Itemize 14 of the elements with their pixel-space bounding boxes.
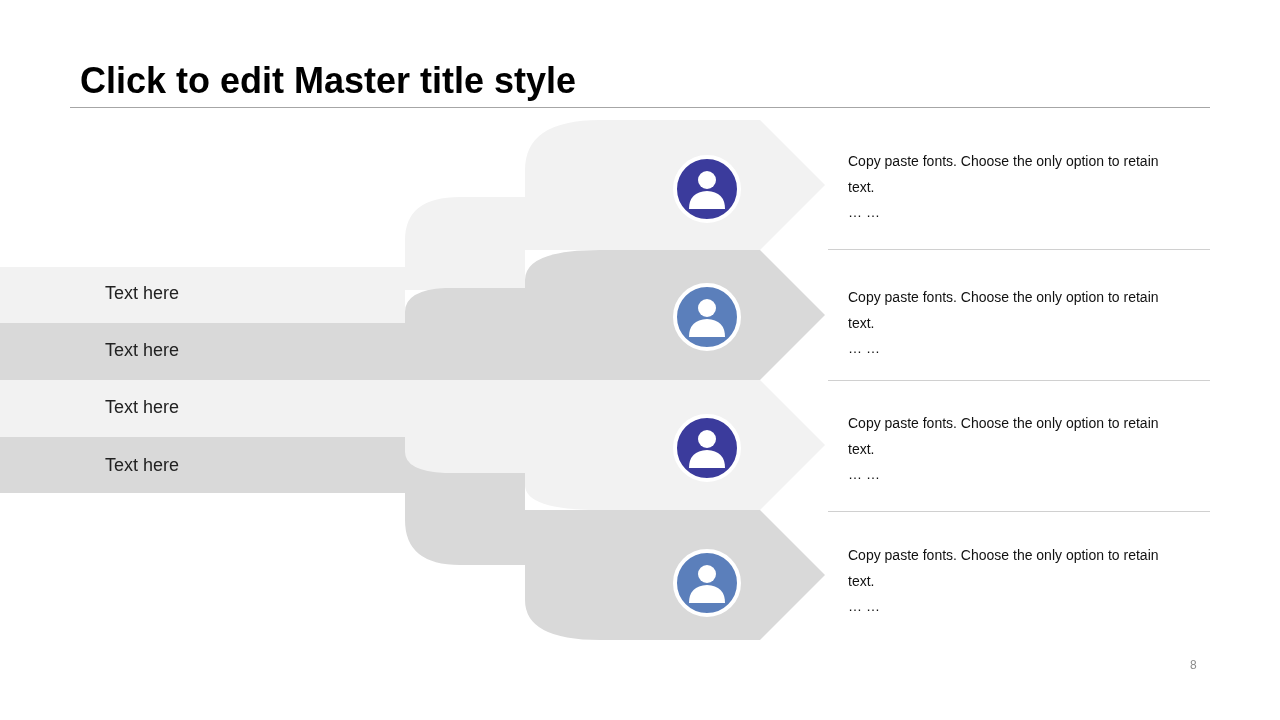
slide-title: Click to edit Master title style xyxy=(80,60,577,102)
ellipsis-text: … … xyxy=(848,466,880,482)
description-text: Copy paste fonts. Choose the only option to retain text. xyxy=(848,546,1160,591)
ribbon-label: Text here xyxy=(105,282,180,304)
ribbon-label: Text here xyxy=(105,454,180,476)
ellipsis-text: … … xyxy=(848,598,880,614)
description-text: Copy paste fonts. Choose the only option to retain text. xyxy=(848,288,1160,333)
ribbon-label: Text here xyxy=(105,339,180,361)
description-text: Copy paste fonts. Choose the only option to retain text. xyxy=(848,152,1160,197)
ellipsis-text: … … xyxy=(848,204,880,220)
ellipsis-text: … … xyxy=(848,340,880,356)
page-number: 8 xyxy=(1190,658,1197,672)
ribbon-label: Text here xyxy=(105,396,180,418)
description-text: Copy paste fonts. Choose the only option to retain text. xyxy=(848,414,1160,459)
